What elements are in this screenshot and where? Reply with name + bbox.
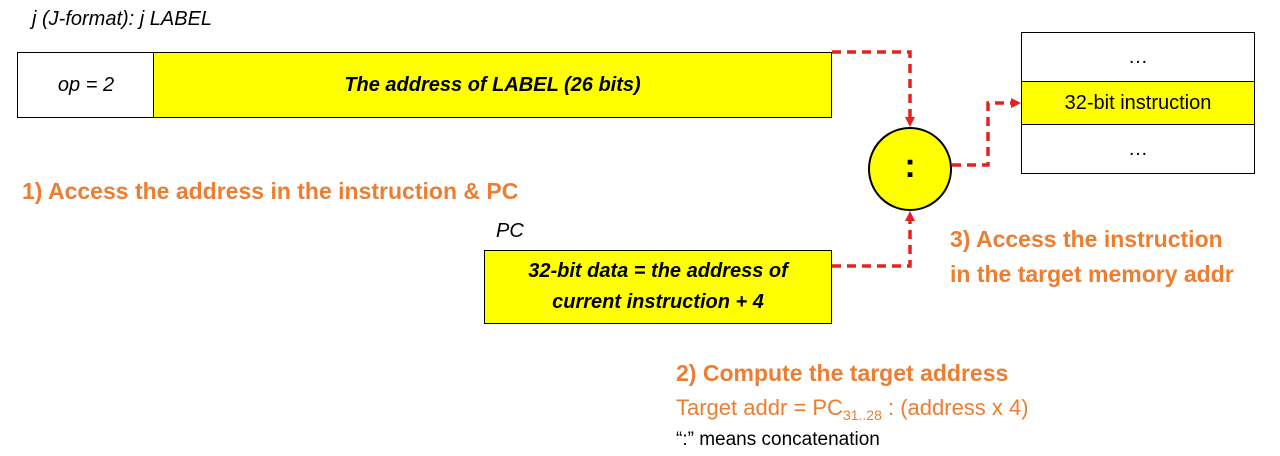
formula-prefix: Target addr = PC (676, 395, 843, 420)
pc-register: 32-bit data = the address of current ins… (484, 250, 832, 324)
address-field: The address of LABEL (26 bits) (153, 52, 832, 118)
step-2-formula: Target addr = PC31..28 : (address x 4) (676, 395, 1029, 423)
step-1-label: 1) Access the address in the instruction… (22, 178, 519, 204)
arrow-concat-to-memory (952, 98, 1021, 167)
step-3-label: 3) Access the instruction in the target … (950, 222, 1234, 292)
concat-symbol: : (904, 147, 916, 185)
format-title: j (J-format): j LABEL (32, 8, 213, 30)
pc-line-1: 32-bit data = the address of (528, 260, 788, 282)
memory-cell-target: 32-bit instruction (1021, 81, 1255, 125)
step-3-line-2: in the target memory addr (950, 261, 1234, 287)
formula-subscript: 31..28 (842, 407, 882, 423)
step-2-title: 2) Compute the target address (676, 360, 1009, 386)
arrow-pc-to-concat (832, 211, 915, 268)
arrow-address-to-concat (832, 50, 915, 127)
pc-label: PC (496, 220, 524, 242)
concatenation-circle: : (868, 127, 952, 211)
memory-cell-below: … (1021, 124, 1255, 174)
step-3-line-1: 3) Access the instruction (950, 226, 1223, 252)
step-2-note: “:” means concatenation (676, 429, 880, 450)
formula-suffix: : (address x 4) (881, 395, 1029, 420)
pc-line-2: current instruction + 4 (552, 291, 764, 313)
